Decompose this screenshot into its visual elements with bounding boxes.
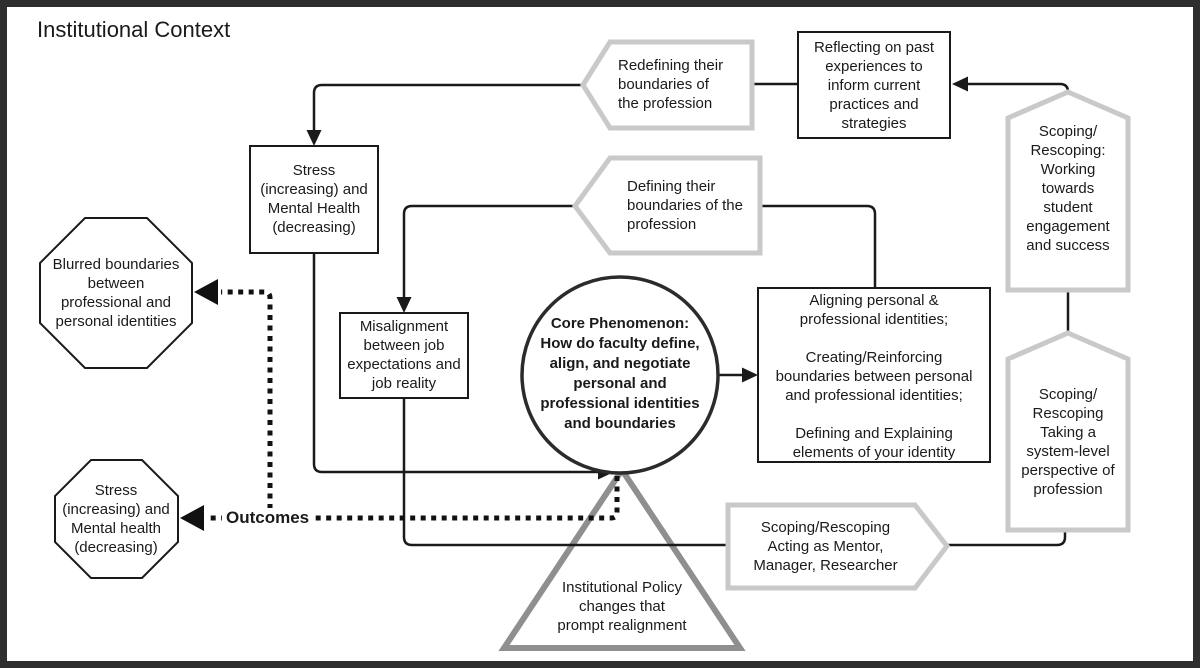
scoping-mentor-label: Scoping/Rescoping Acting as Mentor, Mana… xyxy=(753,519,898,574)
blurred-octagon-label: Blurred boundaries between professional … xyxy=(52,256,180,330)
diagram-title: Institutional Context xyxy=(37,17,231,42)
arrowhead-into-stress-octagon xyxy=(180,505,204,531)
outcomes-label: Outcomes xyxy=(222,508,314,528)
stress-box-label: Stress (increasing) and Mental Health (d… xyxy=(260,162,368,236)
dotted-core-to-outcomes xyxy=(206,476,620,521)
arrowhead-into-aligning xyxy=(742,367,758,383)
misalignment-label: Misalignment between job expectations an… xyxy=(347,318,461,392)
dotted-connectors xyxy=(206,289,620,521)
node-shapes xyxy=(39,31,1131,591)
misalignment-box-shape xyxy=(339,312,469,399)
defining-label: Defining their boundaries of the profess… xyxy=(627,178,743,233)
aligning-box-shape xyxy=(757,287,991,463)
line-defining-to-aligning xyxy=(760,204,877,289)
stress-box-shape xyxy=(249,145,379,254)
aligning-label: Aligning personal & professional identit… xyxy=(775,292,973,461)
arrowhead-into-reflecting xyxy=(952,76,968,92)
dotted-arrowheads xyxy=(180,279,218,531)
arrowhead-into-stress xyxy=(306,130,322,146)
diagram-shapes-and-connectors xyxy=(39,31,1131,651)
core-phenomenon-label: Core Phenomenon: How do faculty define, … xyxy=(540,315,700,432)
blurred-octagon-shape xyxy=(39,217,193,369)
redefining-pentagon-shape xyxy=(580,39,755,131)
dotted-branch-to-blurred-octagon xyxy=(221,289,273,509)
line-redefining-to-stress xyxy=(312,83,583,133)
stress-octagon-label: Stress (increasing) and Mental health (d… xyxy=(62,482,170,556)
arrowhead-into-blurred-octagon xyxy=(194,279,218,305)
stress-octagon-shape xyxy=(54,459,179,579)
line-defining-to-misalignment xyxy=(402,204,575,300)
reflecting-box-shape xyxy=(797,31,951,139)
scoping-student-label: Scoping/ Rescoping: Working towards stud… xyxy=(1026,123,1110,254)
scoping-student-pentagon-shape xyxy=(1005,89,1131,293)
scoping-system-pentagon-shape xyxy=(1005,330,1131,533)
line-stress-to-core xyxy=(312,253,599,474)
scoping-system-label: Scoping/ Rescoping Taking a system-level… xyxy=(1021,386,1115,498)
defining-pentagon-shape xyxy=(571,155,763,256)
policy-triangle-shape xyxy=(498,464,746,651)
core-phenomenon-circle-shape xyxy=(520,275,720,475)
reflecting-label: Reflecting on past experiences to inform… xyxy=(813,39,935,132)
policy-triangle-label: Institutional Policy changes that prompt… xyxy=(557,579,687,634)
scoping-mentor-pentagon-shape xyxy=(725,502,951,591)
redefining-label: Redefining their boundaries of the profe… xyxy=(618,57,724,112)
arrowhead-into-misalignment xyxy=(396,297,412,313)
